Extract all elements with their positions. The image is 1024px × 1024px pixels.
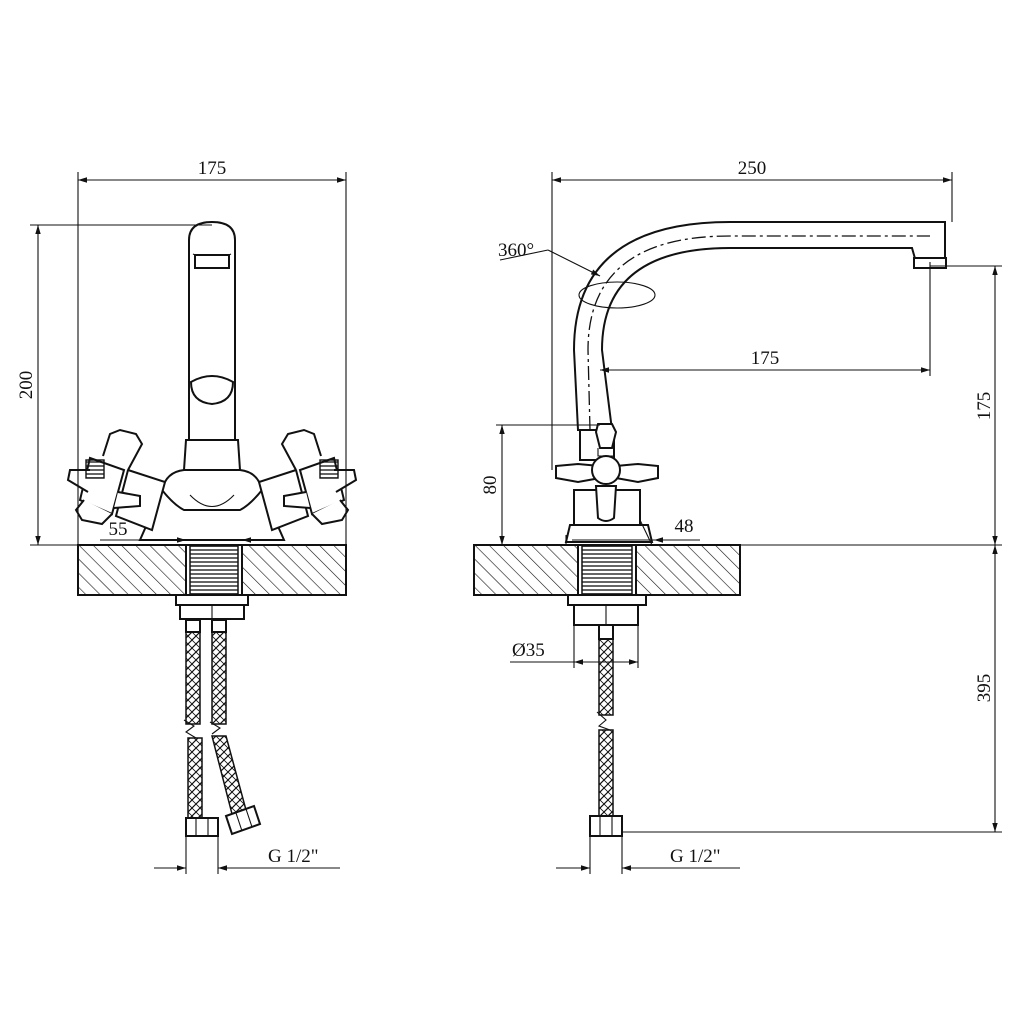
front-dim-hole: 55 [100, 519, 255, 543]
side-dim-base: 48 [565, 516, 700, 546]
side-dim-handle-height-label: 80 [480, 476, 501, 495]
side-dim-spout-height: 175 [740, 265, 1002, 546]
side-dim-base-label: 48 [675, 516, 694, 537]
side-hose [589, 624, 623, 837]
side-countertop [473, 544, 741, 596]
side-dim-rotation-label: 360° [498, 240, 534, 261]
front-countertop [77, 544, 347, 596]
front-dim-connector-label: G 1/2" [268, 846, 319, 867]
side-dim-reach-spout-label: 175 [751, 348, 780, 369]
side-dim-rotation: 360° [498, 240, 601, 277]
front-dim-hole-label: 55 [109, 519, 128, 540]
front-view: 175 200 55 G 1/2" [16, 158, 358, 874]
front-hose-right [209, 619, 262, 836]
front-dim-height-label: 200 [16, 371, 37, 400]
side-dim-connector-label: G 1/2" [670, 846, 721, 867]
front-handle-right [257, 428, 358, 532]
side-dim-shank: Ø35 [510, 625, 639, 668]
side-handle [555, 423, 659, 522]
side-dim-spout-height-label: 175 [974, 392, 995, 421]
side-dim-hose-length-label: 395 [974, 674, 995, 703]
side-dim-reach-total-label: 250 [738, 158, 767, 179]
front-hose-left [183, 619, 219, 837]
side-dim-reach-spout: 175 [600, 262, 931, 376]
side-dim-connector: G 1/2" [556, 836, 740, 874]
front-body [138, 439, 286, 541]
front-dim-height: 200 [16, 224, 212, 546]
side-spout [572, 221, 947, 431]
side-dim-hose-length: 395 [622, 545, 1002, 833]
side-mounting-nut [567, 594, 647, 626]
front-handle-left [66, 428, 167, 532]
side-view: 250 360° 175 175 80 48 [473, 158, 1002, 874]
front-dim-width: 175 [77, 158, 347, 545]
side-dim-shank-label: Ø35 [512, 640, 545, 661]
side-dim-handle-height: 80 [474, 424, 600, 546]
side-dim-reach-total: 250 [551, 158, 953, 470]
front-dim-width-label: 175 [198, 158, 227, 179]
front-spout [188, 220, 236, 441]
front-dim-connector: G 1/2" [154, 836, 340, 874]
front-mounting-nut [175, 594, 249, 620]
